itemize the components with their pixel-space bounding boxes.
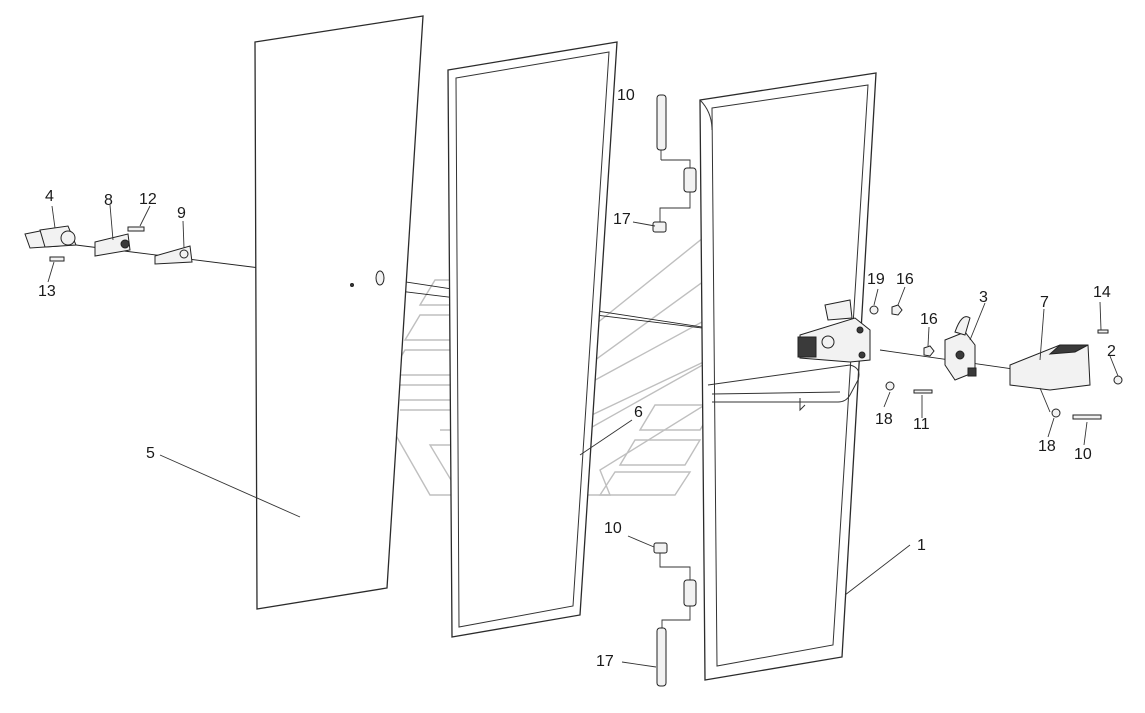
callout-10-top: 10 xyxy=(617,87,635,104)
callout-9: 9 xyxy=(177,205,186,222)
callout-7: 7 xyxy=(1040,294,1049,311)
glass-panel xyxy=(254,15,424,610)
callout-13: 12 xyxy=(139,191,157,208)
callout-3: 3 xyxy=(979,289,988,306)
callout-leaders xyxy=(47,204,1119,668)
callout-11: 10 xyxy=(1074,446,1092,463)
callout-14: 13 xyxy=(38,283,56,300)
right-lock-parts xyxy=(869,304,1123,420)
callout-5: 5 xyxy=(146,445,155,462)
callout-16-mid: 16 xyxy=(920,311,938,328)
callout-2: 2 xyxy=(1107,343,1116,360)
center-small-parts xyxy=(350,270,385,287)
callout-labels: 4 8 12 9 13 5 6 1 10 17 10 17 19 16 16 3… xyxy=(38,87,1116,670)
callout-18-right: 18 xyxy=(1038,438,1056,455)
seal-frame xyxy=(447,41,618,638)
callout-4: 4 xyxy=(45,188,54,205)
callout-19: 19 xyxy=(867,271,885,288)
callout-18-left: 18 xyxy=(875,411,893,428)
callout-10-bottom: 10 xyxy=(604,520,622,537)
callout-16-top: 16 xyxy=(896,271,914,288)
callout-8: 8 xyxy=(104,192,113,209)
callout-17-bottom: 17 xyxy=(596,653,614,670)
callout-6: 6 xyxy=(634,404,643,421)
callout-12: 11 xyxy=(913,416,930,433)
callout-17-top: 17 xyxy=(613,211,631,228)
callout-1: 1 xyxy=(917,537,926,554)
hinge-bottom xyxy=(653,542,697,687)
lock-bracket xyxy=(797,299,871,363)
callout-15: 14 xyxy=(1093,284,1111,301)
left-lock-parts xyxy=(24,225,193,265)
hinge-top xyxy=(652,94,697,233)
door-frame xyxy=(699,72,877,681)
